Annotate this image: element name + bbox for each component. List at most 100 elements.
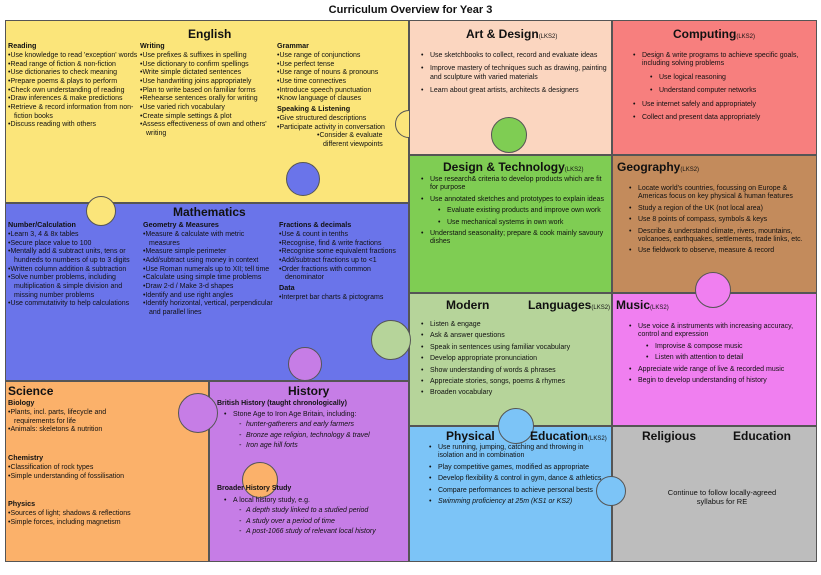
list-item: Measure simple perimeter: [143, 248, 273, 257]
list-item: Listen & engage: [421, 321, 609, 330]
list-item: Check own understanding of reading: [8, 87, 140, 96]
list-item: Use logical reasoning: [633, 74, 813, 83]
history-broader-list: A local history study, e.g. A depth stud…: [224, 497, 406, 539]
pe-title-a: Physical: [446, 429, 495, 443]
maths-tab-left: [86, 196, 116, 226]
list-item: Recognise, find & write fractions: [279, 240, 405, 249]
list-item: Animals: skeletons & nutrition: [8, 426, 204, 435]
list-item: Rehearse sentences orally for writing: [140, 95, 276, 104]
list-item: Use handwriting joins appropriately: [140, 78, 276, 87]
re-title-b: Education: [733, 429, 792, 443]
english-grammar: Grammar Use range of conjunctions Use pe…: [277, 41, 405, 150]
list-item: Collect and present data appropriately: [633, 114, 813, 123]
list-item: Use perfect tense: [277, 61, 405, 70]
list-item: Describe & understand climate, rivers, m…: [629, 228, 813, 245]
list-item: Broaden vocabulary: [421, 389, 609, 398]
list-item: Discuss reading with others: [8, 121, 140, 130]
english-title: English: [188, 27, 232, 41]
music-title-text: Music: [616, 298, 651, 312]
list-item: Compare performances to achieve personal…: [429, 487, 609, 496]
maths-fractions: Fractions & decimals Use & count in tent…: [279, 220, 405, 303]
list-item: Create simple settings & plot: [140, 113, 276, 122]
languages-tab: [371, 320, 411, 360]
list-item: Mentally add & subtract units, tens or h…: [8, 248, 136, 265]
list-item: Use fieldwork to observe, measure & reco…: [629, 247, 813, 256]
list-item: Identify horizontal, vertical, perpendic…: [143, 300, 273, 317]
list-item: Use range of conjunctions: [277, 52, 405, 61]
re-title-a: Religious: [642, 429, 697, 443]
list-item: Interpret bar charts & pictograms: [279, 294, 405, 303]
list-item: Retrieve & record information from non-f…: [8, 104, 140, 121]
list-item: A local history study, e.g.: [224, 497, 406, 506]
history-title: History: [288, 384, 330, 398]
geography-title: Geography(LKS2): [617, 160, 699, 174]
list-item: Recognise some equivalent fractions: [279, 248, 405, 257]
list-item: Use mechanical systems in own work: [421, 219, 607, 228]
list-item: Develop appropriate pronunciation: [421, 355, 609, 364]
list-item: Plan to write based on familiar forms: [140, 87, 276, 96]
list-item: Use varied rich vocabulary: [140, 104, 276, 113]
art-title: Art & Design(LKS2): [466, 27, 557, 41]
list-item: Ask & answer questions: [421, 332, 609, 341]
history-british-heading: British History (taught chronologically): [217, 400, 347, 407]
dt-title-text: Design & Technology: [443, 160, 565, 174]
list-item: Use prefixes & suffixes in spelling: [140, 52, 276, 61]
data-heading: Data: [279, 282, 295, 292]
computing-tag: (LKS2): [736, 34, 756, 40]
computing-title-text: Computing: [673, 27, 737, 41]
list-item: Use research& criteria to develop produc…: [421, 176, 607, 193]
history-tab-bottom: [242, 462, 278, 498]
re-tab-left: [596, 476, 626, 506]
list-item: Study a region of the UK (not local area…: [629, 205, 813, 214]
list-item: hunter-gatherers and early farmers: [224, 421, 406, 430]
dt-list: Use research& criteria to develop produc…: [421, 176, 607, 250]
list-item: Know language of clauses: [277, 95, 405, 104]
list-item: Introduce speech punctuation: [277, 87, 405, 96]
list-item: A study over a period of time: [224, 518, 406, 527]
list-item: Learn about great artists, architects & …: [421, 87, 607, 96]
pe-tab-top: [498, 408, 534, 444]
list-item: Use annotated sketches and prototypes to…: [421, 196, 607, 205]
languages-title-a: Modern: [446, 298, 490, 312]
pe-title: Education(LKS2): [530, 429, 607, 443]
list-item: Solve number problems, including multipl…: [8, 274, 136, 300]
list-item: Evaluate existing products and improve o…: [421, 207, 607, 216]
list-item: Prepare poems & plays to perform: [8, 78, 140, 87]
dt-tag: (LKS2): [564, 167, 584, 173]
music-tag: (LKS2): [650, 305, 669, 311]
history-british-list: Stone Age to Iron Age Britain, including…: [224, 411, 406, 453]
list-item: Appreciate stories, songs, poems & rhyme…: [421, 378, 609, 387]
list-item: Stone Age to Iron Age Britain, including…: [224, 411, 406, 420]
geography-list: Locate world's countries, focussing on E…: [629, 185, 813, 259]
list-item: Iron age hill forts: [224, 442, 406, 451]
history-broader-heading: Broader History Study: [217, 485, 292, 492]
list-item: Sources of light; shadows & reflections: [8, 510, 204, 519]
list-item: Use time connectives: [277, 78, 405, 87]
list-item: Participate activity in conversation: [277, 124, 405, 133]
list-item: Design & write programs to achieve speci…: [633, 52, 813, 69]
list-item: Bronze age religion, technology & travel: [224, 432, 406, 441]
list-item: Simple forces, including magnetism: [8, 519, 204, 528]
list-item: Understand seasonality; prepare & cook m…: [421, 230, 607, 247]
list-item: A post-1066 study of relevant local hist…: [224, 528, 406, 537]
list-item: Classification of rock types: [8, 464, 204, 473]
list-item: Show understanding of words & phrases: [421, 367, 609, 376]
list-item: Begin to develop understanding of histor…: [629, 377, 813, 386]
list-item: Plants, incl. parts, lifecycle and requi…: [8, 409, 124, 426]
biology-heading: Biology: [8, 398, 35, 407]
pe-list: Use running, jumping, catching and throw…: [429, 444, 609, 509]
list-item: Understand computer networks: [633, 87, 813, 96]
dt-tab: [491, 117, 527, 153]
science-title: Science: [8, 384, 54, 398]
pe-title-text: Education: [530, 429, 589, 443]
list-item: Use dictionaries to check meaning: [8, 69, 140, 78]
list-item: Use range of nouns & pronouns: [277, 69, 405, 78]
languages-title-text: Languages: [528, 298, 592, 312]
maths-tab-bottom: [288, 347, 322, 381]
list-item: Speak in sentences using familiar vocabu…: [421, 344, 609, 353]
art-tag: (LKS2): [538, 34, 558, 40]
re-text: Continue to follow locally-agreed syllab…: [667, 488, 777, 507]
list-item: Improve mastery of techniques such as dr…: [421, 65, 607, 82]
list-item: Use internet safely and appropriately: [633, 101, 813, 110]
list-item: Simple understanding of fossilisation: [8, 473, 204, 482]
